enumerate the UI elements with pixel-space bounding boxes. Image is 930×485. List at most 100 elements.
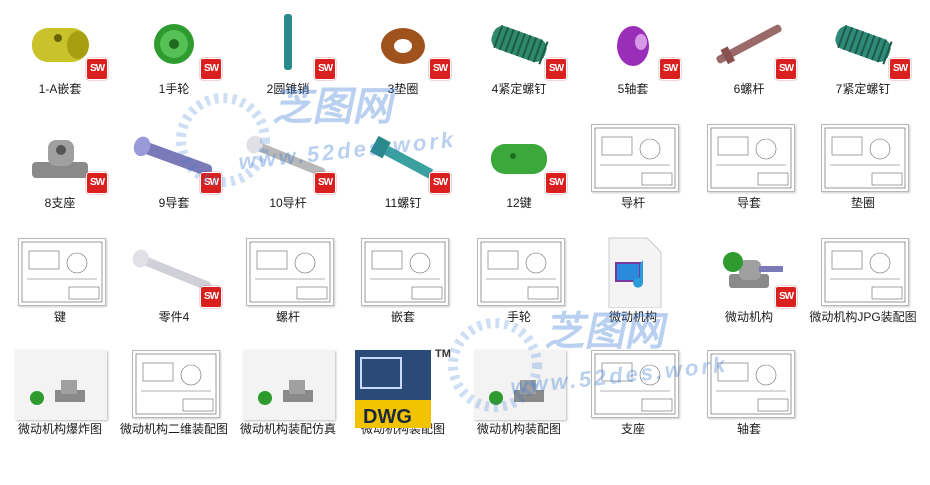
file-name: 导套 bbox=[736, 196, 761, 210]
assembly-file-icon: SW bbox=[699, 236, 799, 308]
solidworks-badge-icon: SW bbox=[659, 58, 681, 80]
solidworks-badge-icon: SW bbox=[775, 286, 797, 308]
solidworks-badge-icon: SW bbox=[429, 58, 451, 80]
file-item[interactable]: 手轮 bbox=[462, 236, 576, 324]
file-item[interactable]: 螺杆 bbox=[231, 236, 345, 324]
rod-file-icon: SW bbox=[699, 8, 799, 80]
file-name: 4紧定螺钉 bbox=[491, 82, 547, 96]
file-name: 8支座 bbox=[44, 196, 76, 210]
trademark-mark: TM bbox=[435, 348, 451, 360]
drawing-file-icon bbox=[10, 236, 110, 308]
guide-file-icon: SW bbox=[124, 122, 224, 194]
solidworks-badge-icon: SW bbox=[86, 58, 108, 80]
bar-file-icon: SW bbox=[124, 236, 224, 308]
file-name: 5轴套 bbox=[617, 82, 649, 96]
file-item[interactable]: SW 6螺杆 bbox=[692, 8, 806, 96]
file-item[interactable]: SW 零件4 bbox=[117, 236, 231, 324]
file-item[interactable]: SW 5轴套 bbox=[576, 8, 690, 96]
file-item[interactable]: SW 1-A嵌套 bbox=[3, 8, 117, 96]
file-name: 微动机构 bbox=[724, 310, 773, 324]
file-name: 微动机构二维装配图 bbox=[119, 422, 228, 436]
file-item[interactable]: 垫圈 bbox=[806, 122, 920, 210]
solidworks-badge-icon: SW bbox=[314, 172, 336, 194]
washer-file-icon: SW bbox=[353, 8, 453, 80]
file-name: 9导套 bbox=[158, 196, 190, 210]
sleeve-file-icon: SW bbox=[583, 8, 683, 80]
file-name: 键 bbox=[53, 310, 66, 324]
drawing-file-icon bbox=[583, 348, 683, 420]
solidworks-badge-icon: SW bbox=[545, 58, 567, 80]
file-item[interactable]: SW 1手轮 bbox=[117, 8, 231, 96]
file-name: 螺杆 bbox=[275, 310, 300, 324]
file-name: 嵌套 bbox=[390, 310, 415, 324]
file-item[interactable]: SW 7紧定螺钉 bbox=[806, 8, 920, 96]
solidworks-badge-icon: SW bbox=[314, 58, 336, 80]
solidworks-badge-icon: SW bbox=[200, 58, 222, 80]
file-name: 轴套 bbox=[736, 422, 761, 436]
wheel-file-icon: SW bbox=[124, 8, 224, 80]
drawing-file-icon bbox=[124, 348, 224, 420]
base-file-icon: SW bbox=[10, 122, 110, 194]
file-name: 1-A嵌套 bbox=[38, 82, 82, 96]
file-name: 导杆 bbox=[620, 196, 645, 210]
file-name: 12键 bbox=[506, 196, 532, 210]
dwg-file-icon: DWG TM bbox=[353, 348, 453, 428]
media-file-icon bbox=[583, 236, 683, 309]
file-item[interactable]: 轴套 bbox=[692, 348, 806, 436]
file-item[interactable]: 微动机构 bbox=[576, 236, 690, 324]
file-name: 1手轮 bbox=[158, 82, 190, 96]
solidworks-badge-icon: SW bbox=[545, 172, 567, 194]
render-file-icon bbox=[469, 348, 569, 420]
file-name: 支座 bbox=[620, 422, 645, 436]
file-item[interactable]: 微动机构装配图 bbox=[462, 348, 576, 436]
file-name: 零件4 bbox=[158, 310, 190, 324]
solidworks-badge-icon: SW bbox=[200, 172, 222, 194]
file-item[interactable]: SW 8支座 bbox=[3, 122, 117, 210]
drawing-file-icon bbox=[238, 236, 338, 308]
drawing-file-icon bbox=[583, 122, 683, 194]
pin-file-icon: SW bbox=[238, 8, 338, 80]
file-item[interactable]: SW 2圆锥销 bbox=[231, 8, 345, 96]
file-name: 微动机构装配仿真 bbox=[239, 422, 336, 436]
file-item[interactable]: SW 12键 bbox=[462, 122, 576, 210]
file-name: 7紧定螺钉 bbox=[835, 82, 891, 96]
file-item[interactable]: 微动机构装配仿真 bbox=[231, 348, 345, 436]
render-file-icon bbox=[238, 348, 338, 420]
screw-file-icon: SW bbox=[813, 8, 913, 80]
file-item[interactable]: SW 3垫圈 bbox=[346, 8, 460, 96]
file-item[interactable]: 导套 bbox=[692, 122, 806, 210]
file-item[interactable]: 键 bbox=[3, 236, 117, 324]
file-item[interactable]: 嵌套 bbox=[346, 236, 460, 324]
file-name: 2圆锥销 bbox=[266, 82, 310, 96]
drawing-file-icon bbox=[813, 122, 913, 194]
file-name: 垫圈 bbox=[850, 196, 875, 210]
file-item[interactable]: 支座 bbox=[576, 348, 690, 436]
file-name: 微动机构 bbox=[608, 310, 657, 324]
screw-file-icon: SW bbox=[469, 8, 569, 80]
drawing-file-icon bbox=[813, 236, 913, 308]
dwg-badge: DWG bbox=[363, 406, 412, 428]
file-item[interactable]: SW 9导套 bbox=[117, 122, 231, 210]
solidworks-badge-icon: SW bbox=[200, 286, 222, 308]
file-name: 手轮 bbox=[506, 310, 531, 324]
drawing-file-icon bbox=[699, 122, 799, 194]
file-name: 6螺杆 bbox=[733, 82, 765, 96]
file-item[interactable]: SW 4紧定螺钉 bbox=[462, 8, 576, 96]
solidworks-badge-icon: SW bbox=[889, 58, 911, 80]
file-name: 微动机构爆炸图 bbox=[17, 422, 102, 436]
drawing-file-icon bbox=[469, 236, 569, 308]
file-name: 3垫圈 bbox=[387, 82, 419, 96]
solidworks-badge-icon: SW bbox=[86, 172, 108, 194]
drawing-file-icon bbox=[353, 236, 453, 308]
part-file-icon: SW bbox=[10, 8, 110, 80]
file-item[interactable]: 微动机构爆炸图 bbox=[3, 348, 117, 436]
solidworks-badge-icon: SW bbox=[429, 172, 451, 194]
file-item[interactable]: 微动机构JPG装配图 bbox=[806, 236, 920, 324]
file-item[interactable]: 微动机构二维装配图 bbox=[117, 348, 231, 436]
file-item[interactable]: 导杆 bbox=[576, 122, 690, 210]
